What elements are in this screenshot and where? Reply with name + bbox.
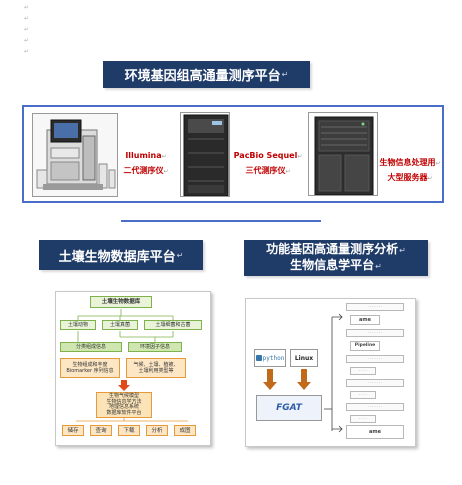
paragraph-mark: ↵ xyxy=(24,48,30,55)
functional-gene-title: 功能基因高通量测序分析↵ 生物信息学平台↵ xyxy=(244,240,428,276)
pacbio-label-line1: PacBio Sequel xyxy=(233,151,298,160)
pipeline-step: · · · · · · · xyxy=(346,329,404,337)
pipeline-tool-label: ame xyxy=(369,429,381,435)
down-arrow-icon xyxy=(118,380,130,391)
linux-logo: Linux xyxy=(290,349,318,367)
server-label: 生物信息处理用↵ 大型服务器↵ xyxy=(374,156,446,186)
paragraph-mark: ↵ xyxy=(24,37,30,44)
flow-node-environment-detail-line1: 气候、土壤、植被、 xyxy=(133,362,179,368)
flow-node-environment-detail: 气候、土壤、植被、 土壤利用类型等 xyxy=(126,358,186,378)
pacbio-label-line2: 三代测序仪 xyxy=(245,166,286,175)
python-logo: python xyxy=(254,349,286,367)
env-sequencing-title-text: 环境基因组高通量测序平台 xyxy=(124,69,281,84)
pipeline-step: · · · · · · · xyxy=(346,355,404,363)
core-method-line4: 数据库软件平台 xyxy=(106,409,142,416)
pipeline-step: · · · · · · · xyxy=(346,379,404,387)
python-icon xyxy=(255,355,262,361)
pipeline-step: · · · · xyxy=(350,415,376,423)
core-method-line1: 生物气候模型 xyxy=(108,393,139,399)
pipeline-step: ame xyxy=(350,315,380,325)
pipeline-step: Pipeline xyxy=(350,341,380,351)
flow-node-store: 储存 xyxy=(62,425,84,436)
flow-node-environment-detail-line2: 土壤利用类型等 xyxy=(138,368,174,374)
label-mark: ↵ xyxy=(427,175,433,182)
soil-database-flowchart: 土壤生物数据库 土壤动物 土壤真菌 土壤细菌和古菌 分类组成信息 环境因子信息 … xyxy=(55,291,211,446)
flow-node-map: 成图 xyxy=(174,425,196,436)
flow-node-composition-line2: Biomarker 序列信息 xyxy=(66,368,114,374)
label-mark: ↵ xyxy=(161,153,167,160)
title-mark: ↵ xyxy=(281,70,289,79)
server-image xyxy=(308,112,378,196)
pacbio-sequencer-image xyxy=(180,112,230,197)
title-mark: ↵ xyxy=(399,246,406,255)
core-method-line3: 地理信息系统 xyxy=(108,404,139,410)
linux-logo-text: Linux xyxy=(294,354,314,362)
flow-node-query: 查询 xyxy=(90,425,112,436)
label-mark: ↵ xyxy=(297,153,303,160)
pipeline-step: · · · · · · · xyxy=(346,403,404,411)
flow-node-soil-fungi: 土壤真菌 xyxy=(102,320,138,330)
flow-node-soil-fauna: 土壤动物 xyxy=(60,320,96,330)
server-label-line1: 生物信息处理用 xyxy=(379,158,436,167)
flow-node-download: 下载 xyxy=(118,425,140,436)
down-arrow-icon xyxy=(263,369,277,390)
flow-node-composition-line1: 生物组成和丰度 xyxy=(72,362,108,368)
pipeline-step: ame xyxy=(346,425,404,439)
paragraph-mark: ↵ xyxy=(24,15,30,22)
illumina-label-line1: Illumina xyxy=(125,151,162,160)
fgat-logo-text: FGAT xyxy=(276,403,302,413)
flow-node-database: 土壤生物数据库 xyxy=(90,296,152,308)
illumina-sequencer-image xyxy=(32,113,118,197)
title-mark: ↵ xyxy=(176,250,184,260)
flow-node-analyze: 分析 xyxy=(146,425,168,436)
label-mark: ↵ xyxy=(285,168,291,175)
paragraph-marks: ↵ ↵ ↵ ↵ ↵ xyxy=(24,2,29,57)
fgat-logo: FGAT xyxy=(256,395,322,421)
env-sequencing-title: 环境基因组高通量测序平台↵ xyxy=(103,61,310,88)
flow-node-core-methods: 生物气候模型 生物信息学方法 地理信息系统 数据库软件平台 xyxy=(96,392,152,418)
down-arrow-icon xyxy=(297,369,311,390)
illumina-label-line2: 二代测序仪 xyxy=(123,166,164,175)
functional-gene-title-line2-text: 生物信息学平台 xyxy=(290,258,375,272)
server-label-line2: 大型服务器 xyxy=(387,173,428,182)
title-mark: ↵ xyxy=(375,262,382,271)
illumina-label: Illumina↵ 二代测序仪↵ xyxy=(118,149,174,179)
pipeline-tool-label: Pipeline xyxy=(354,343,376,348)
functional-gene-title-line1: 功能基因高通量测序分析↵ xyxy=(266,242,406,258)
pipeline-step: · · · · · · · xyxy=(346,303,404,311)
paragraph-mark: ↵ xyxy=(24,26,30,33)
soil-database-title-text: 土壤生物数据库平台 xyxy=(58,249,176,265)
flowchart-connectors xyxy=(76,309,188,422)
label-mark: ↵ xyxy=(163,168,169,175)
functional-gene-title-line2: 生物信息学平台↵ xyxy=(290,258,382,274)
pipeline-arrows xyxy=(263,313,343,433)
pipeline-tool-label: ame xyxy=(359,317,371,323)
core-method-line2: 生物信息学方法 xyxy=(106,398,142,405)
functional-gene-title-line1-text: 功能基因高通量测序分析 xyxy=(266,242,399,256)
flow-node-composition: 生物组成和丰度 Biomarker 序列信息 xyxy=(60,358,120,378)
pipeline-step: · · · · xyxy=(350,367,376,375)
pacbio-label: PacBio Sequel↵ 三代测序仪↵ xyxy=(232,149,304,179)
flow-node-taxonomy: 分类组成信息 xyxy=(60,342,122,352)
flow-node-soil-bacteria: 土壤细菌和古菌 xyxy=(144,320,202,330)
bioinformatics-pipeline: python Linux FGAT · · · · · · · ame · · … xyxy=(245,298,416,447)
pipeline-step: · · · · xyxy=(350,391,376,399)
label-mark: ↵ xyxy=(435,160,441,167)
python-logo-text: python xyxy=(262,354,285,362)
flow-node-environment: 环境因子信息 xyxy=(128,342,182,352)
section-divider xyxy=(121,220,321,222)
soil-database-title: 土壤生物数据库平台↵ xyxy=(39,240,203,270)
paragraph-mark: ↵ xyxy=(24,4,30,11)
